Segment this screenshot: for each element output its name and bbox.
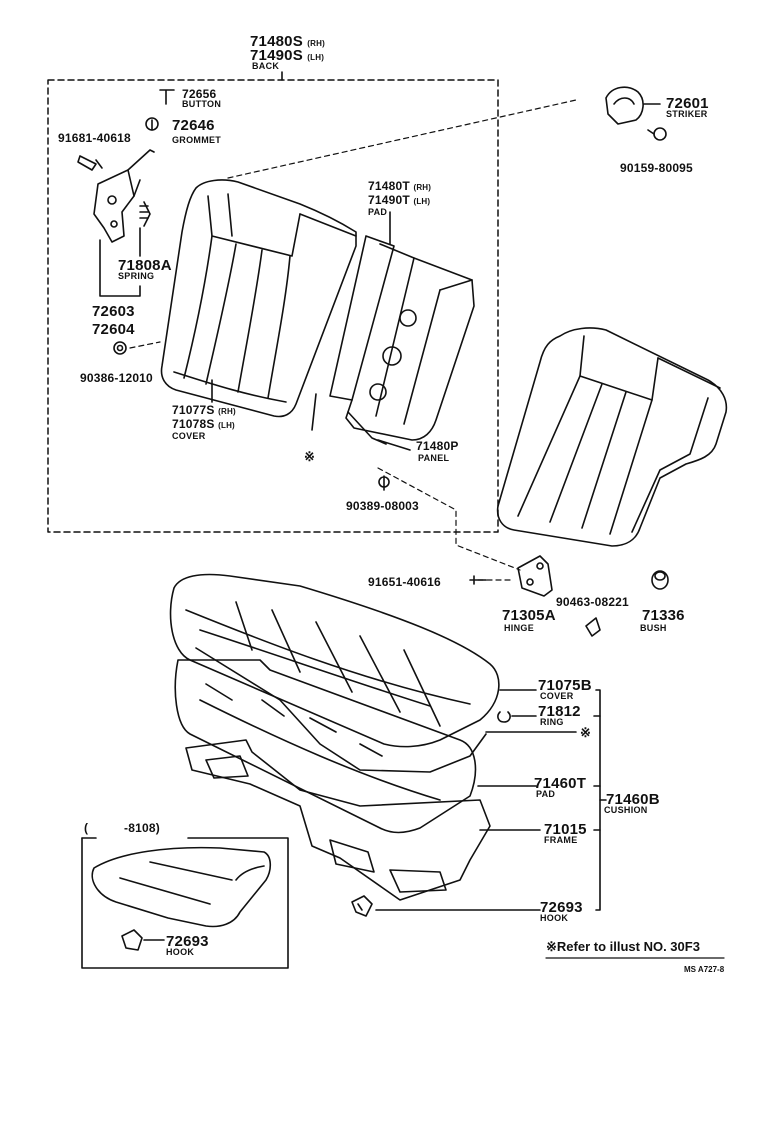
label-clip-num: 90389-08003 [346, 499, 419, 513]
label-cushion-name: CUSHION [604, 805, 648, 815]
striker-screw [647, 127, 667, 141]
label-button-num: 72656 [182, 87, 217, 101]
label-ring-num: 71812 [538, 703, 581, 720]
label-hook-inset-num: 72693 [166, 933, 209, 950]
label-hook-main-name: HOOK [540, 913, 569, 923]
label-pad-back-lh: 71490T (LH) [368, 193, 431, 207]
label-button-name: BUTTON [182, 99, 222, 109]
asterisk-right: ※ [580, 725, 591, 740]
label-screw-num: 90159-80095 [620, 161, 693, 175]
label-striker-name: STRIKER [666, 109, 708, 119]
cushion-wire [195, 647, 487, 773]
label-frame-num: 71015 [544, 821, 587, 838]
inset-cushion-shape [91, 846, 272, 928]
label-bush-name: BUSH [640, 623, 667, 633]
asterisk-left: ※ [304, 449, 315, 464]
label-hook-inset-name: HOOK [166, 947, 195, 957]
dashed-reference-lines [129, 99, 577, 581]
label-cover-cush-num: 71075B [538, 677, 592, 694]
label-lock-num-2: 72604 [92, 321, 135, 338]
hinge-bolt [469, 575, 487, 585]
label-nut-num: 90386-12010 [80, 371, 153, 385]
back-display-shape [496, 327, 728, 547]
label-panel-name: PANEL [418, 453, 450, 463]
label-cover-back-rh: 71077S (RH) [172, 403, 236, 417]
hinge-part [517, 555, 553, 597]
back-pad-shape [311, 235, 475, 445]
label-bush-num: 71336 [642, 607, 685, 624]
ring-part [497, 711, 511, 723]
bush-part [651, 570, 669, 590]
hinge-pin [585, 617, 601, 637]
label-bolt-top-num: 91681-40618 [58, 131, 131, 145]
label-cushion-num: 71460B [606, 791, 660, 808]
grommet-part [145, 117, 159, 131]
cushion-pad-shape [174, 659, 477, 834]
label-pad-back-name: PAD [368, 207, 388, 217]
label-cover-back-name: COVER [172, 431, 206, 441]
lock-bracket [99, 239, 141, 297]
label-grommet-num: 72646 [172, 117, 215, 134]
refer-note: ※Refer to illust NO. 30F3 [546, 939, 700, 954]
nut-part [113, 341, 127, 355]
back-group-box [47, 79, 499, 533]
label-frame-name: FRAME [544, 835, 578, 845]
clip-part [378, 475, 390, 491]
label-spring-name: SPRING [118, 271, 155, 281]
hook-main-part [351, 895, 373, 917]
label-panel-num: 71480P [416, 439, 459, 453]
label-pad-back-rh: 71480T (RH) [368, 179, 432, 193]
label-inset-range: -8108) [124, 821, 160, 835]
label-hinge-num: 71305A [502, 607, 556, 624]
inset-box [81, 837, 289, 969]
button-part [159, 89, 175, 105]
striker-part [605, 86, 661, 125]
label-spring-num: 71808A [118, 257, 172, 274]
cushion-leaders [375, 689, 607, 911]
label-hinge-name: HINGE [504, 623, 535, 633]
lock-mechanism [77, 149, 155, 243]
label-cover-back-lh: 71078S (LH) [172, 417, 235, 431]
label-bolt-mid-num: 91651-40616 [368, 575, 441, 589]
label-ring-name: RING [540, 717, 564, 727]
label-lock-num-1: 72603 [92, 303, 135, 320]
inset-hook-part [121, 929, 165, 951]
label-back-lh: 71490S (LH) [250, 47, 325, 64]
figure-code: MS A727-8 [684, 965, 725, 974]
label-pad-cush-name: PAD [536, 789, 556, 799]
label-pin-num: 90463-08221 [556, 595, 629, 609]
label-grommet-name: GROMMET [172, 135, 222, 145]
label-inset-range-open: ( [84, 821, 89, 835]
label-hook-main-num: 72693 [540, 899, 583, 916]
panel-leader [377, 439, 411, 451]
label-cover-cush-name: COVER [540, 691, 574, 701]
back-cover-shape [160, 179, 357, 418]
label-back-rh: 71480S (RH) [250, 33, 325, 50]
label-back-name: BACK [252, 61, 280, 71]
cushion-cover-shape [169, 573, 500, 748]
label-striker-num: 72601 [666, 95, 709, 112]
label-pad-cush-num: 71460T [534, 775, 587, 792]
cushion-frame-shape [185, 739, 491, 901]
